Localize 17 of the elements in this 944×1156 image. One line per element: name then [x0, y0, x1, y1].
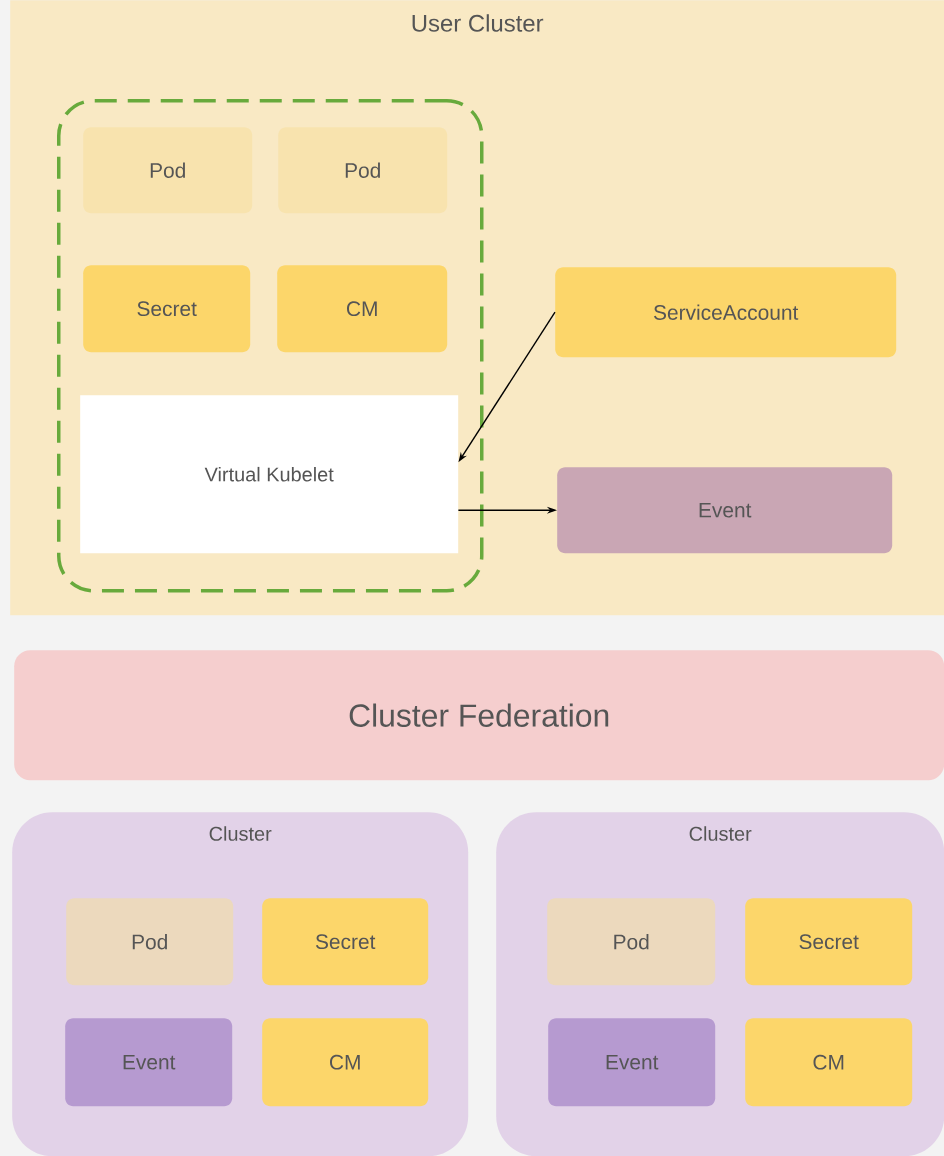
- resource-box: Pod: [547, 898, 716, 986]
- federation-band: Cluster Federation: [14, 650, 944, 781]
- resource-box: Event: [548, 1018, 716, 1107]
- resource-box: Secret: [83, 265, 251, 353]
- resource-box: Event: [557, 467, 893, 554]
- group-outline: [57, 99, 484, 593]
- resource-box: Secret: [745, 898, 913, 986]
- resource-box: CM: [262, 1018, 429, 1107]
- resource-box: CM: [745, 1018, 913, 1107]
- process-box: Virtual Kubelet: [80, 395, 459, 554]
- resource-box: Event: [65, 1018, 233, 1107]
- resource-box: CM: [277, 265, 448, 353]
- resource-box: Pod: [83, 127, 253, 214]
- resource-box: Pod: [66, 898, 234, 986]
- resource-box: ServiceAccount: [555, 267, 897, 358]
- resource-box: Secret: [262, 898, 429, 986]
- resource-box: Pod: [278, 127, 448, 214]
